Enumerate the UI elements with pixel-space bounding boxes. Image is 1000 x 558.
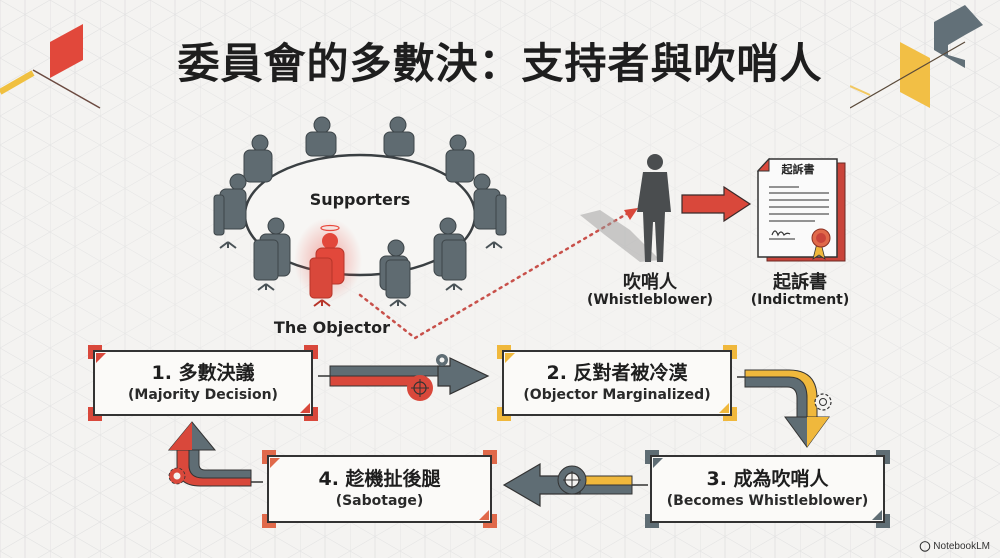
page-title: 委員會的多數決：支持者與吹哨人 <box>177 39 823 88</box>
arrow-to-indictment-icon <box>681 185 752 223</box>
arrow-step2-to-step3 <box>737 369 832 448</box>
signature-icon <box>771 230 791 237</box>
objector-label: The Objector <box>273 318 391 337</box>
corner-flag-icon <box>719 403 729 413</box>
step-3-subtitle: (Becomes Whistleblower) <box>666 493 869 509</box>
step-1-subtitle: (Majority Decision) <box>128 387 278 403</box>
corner-flag-icon <box>96 353 106 363</box>
notebooklm-logo-icon: ◯ <box>919 541 931 552</box>
corner-flag-icon <box>505 353 515 363</box>
indictment-title: 起訴書 <box>773 272 827 293</box>
arrow-step1-to-step2 <box>318 354 490 401</box>
path-arrowhead <box>624 208 638 220</box>
corner-flag-icon <box>300 403 310 413</box>
step-4-title: 4. 趁機扯後腿 <box>318 468 441 490</box>
corner-flag-icon <box>479 510 489 520</box>
step-3-card[interactable]: 3. 成為吹哨人 (Becomes Whistleblower) <box>645 450 890 528</box>
corner-flag-icon <box>270 458 280 468</box>
step-2-title: 2. 反對者被冷漠 <box>546 362 688 384</box>
seal-icon <box>811 228 831 260</box>
gear-icon <box>557 465 587 495</box>
notebooklm-watermark: ◯ NotebookLM <box>919 541 990 552</box>
supporter-figure <box>445 134 475 183</box>
indictment-subtitle: (Indictment) <box>750 292 850 308</box>
whistleblower-figure <box>580 154 671 262</box>
supporter-figure <box>433 217 467 281</box>
gear-icon <box>168 467 186 485</box>
whistleblower-shadow <box>580 210 660 262</box>
transformation-path <box>358 208 638 340</box>
supporter-figure <box>379 239 411 299</box>
objector-figure <box>294 218 362 307</box>
step-3-title: 3. 成為吹哨人 <box>706 468 829 490</box>
corner-flag-icon <box>653 458 663 468</box>
small-gear-icon <box>436 354 448 366</box>
supporter-figure <box>305 116 337 157</box>
indictment-document-icon <box>756 157 846 262</box>
corner-flag-icon <box>872 510 882 520</box>
supporter-figure <box>213 173 247 236</box>
step-4-card[interactable]: 4. 趁機扯後腿 (Sabotage) <box>262 450 497 528</box>
step-1-card[interactable]: 1. 多數決議 (Majority Decision) <box>88 345 318 421</box>
supporter-figure <box>383 116 415 157</box>
corner-decoration-right <box>850 5 983 109</box>
gear-icon <box>814 393 832 411</box>
arrow-step3-to-step4 <box>502 462 648 508</box>
supporter-figure <box>243 134 273 183</box>
step-2-card[interactable]: 2. 反對者被冷漠 (Objector Marginalized) <box>497 345 737 421</box>
step-4-subtitle: (Sabotage) <box>335 493 424 509</box>
whistleblower-subtitle: (Whistleblower) <box>586 292 714 308</box>
supporter-figure <box>473 173 507 236</box>
document-header: 起訴書 <box>781 163 815 176</box>
gear-icon <box>407 375 433 401</box>
arrow-step4-to-step1 <box>167 421 263 487</box>
supporter-figure <box>253 217 291 281</box>
supporters-label: Supporters <box>309 190 411 209</box>
step-1-title: 1. 多數決議 <box>151 362 255 384</box>
step-2-subtitle: (Objector Marginalized) <box>523 387 711 403</box>
whistleblower-title: 吹哨人 <box>623 272 677 293</box>
round-table-illustration <box>213 116 507 307</box>
corner-decoration-left <box>0 24 101 109</box>
